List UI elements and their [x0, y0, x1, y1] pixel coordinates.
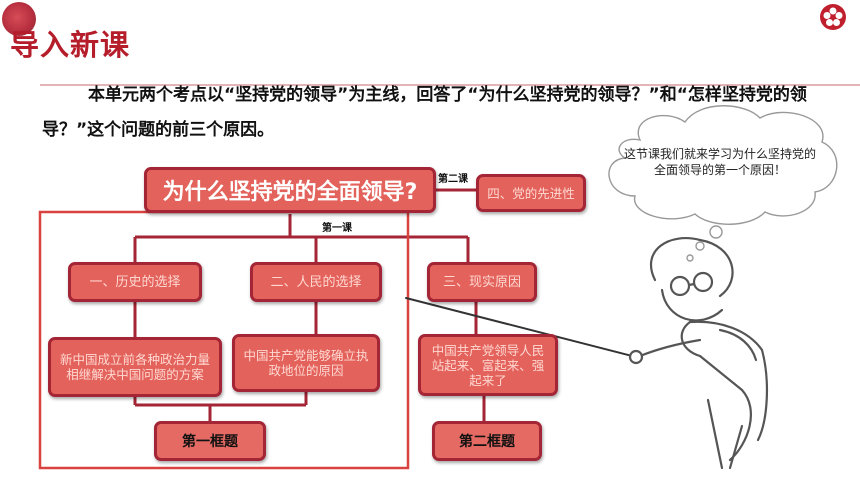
plum-flower-icon: [820, 4, 846, 30]
logo-seal-icon: [2, 2, 36, 36]
header-divider: [40, 84, 860, 86]
intro-paragraph: 本单元两个考点以“坚持党的领导”为主线，回答了“为什么坚持党的领导？”和“怎样坚…: [42, 85, 807, 140]
reason-2-box: 二、人民的选择: [250, 262, 382, 302]
frame-1-box: 第一框题: [154, 421, 266, 461]
reason-4-box: 四、党的先进性: [476, 174, 586, 212]
reason-1-box: 一、历史的选择: [68, 262, 202, 302]
detail-2-box: 中国共产党能够确立执政地位的原因: [232, 334, 380, 392]
label-lesson-2: 第二课: [438, 174, 468, 185]
detail-3-box: 中国共产党领导人民站起来、富起来、强起来了: [418, 334, 558, 396]
reason-3-box: 三、现实原因: [427, 262, 537, 302]
thought-bubble-text: 这节课我们就来学习为什么坚持党的全面领导的第一个原因！: [623, 147, 816, 177]
detail-1-box: 新中国成立前各种政治力量相继解决中国问题的方案: [48, 337, 222, 397]
frame-2-box: 第二框题: [432, 421, 542, 461]
page-title: 导入新课: [10, 28, 131, 62]
main-question-box: 为什么坚持党的全面领导?: [144, 167, 436, 213]
label-lesson-1: 第一课: [322, 223, 352, 234]
